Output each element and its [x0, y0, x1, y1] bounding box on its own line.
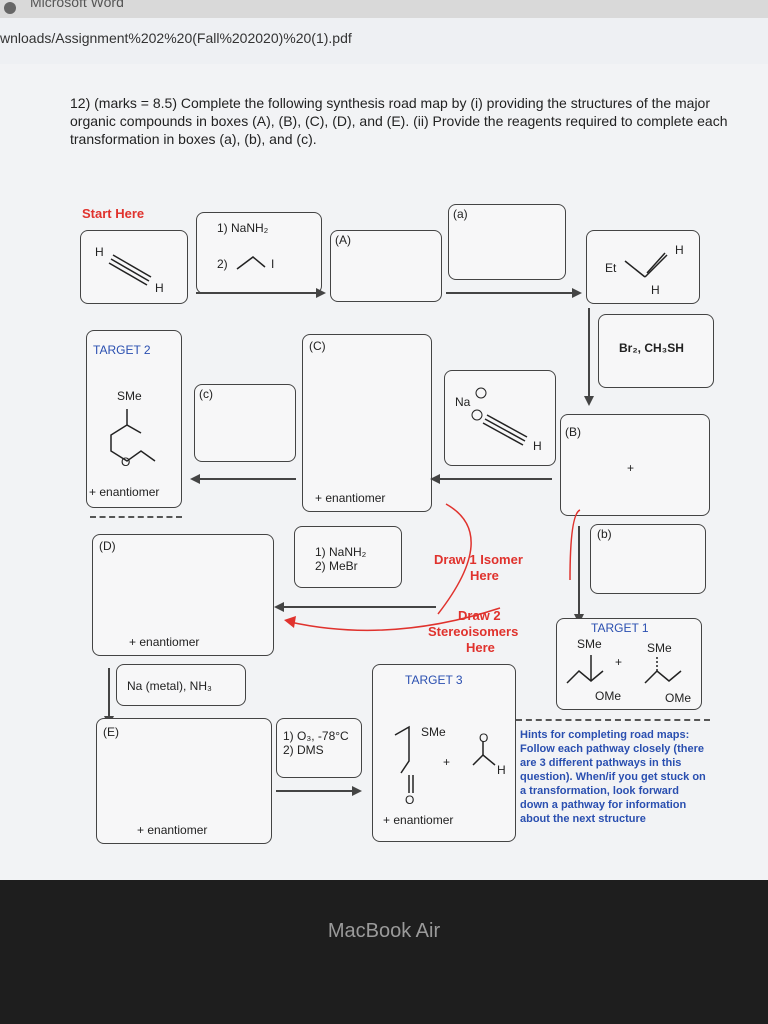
arrow-down-to-B	[584, 308, 594, 406]
box-D[interactable]: (D) + enantiomer	[92, 534, 274, 656]
arrow-start-to-a	[196, 288, 326, 298]
reagent-dms: 2) DMS	[283, 743, 324, 757]
app-logo-icon	[4, 2, 16, 14]
arrow-E-to-target-3	[276, 786, 362, 796]
atom-et: Et	[605, 261, 617, 275]
target-2-enantiomer: + enantiomer	[89, 485, 160, 499]
reagent-box-1: 1) NaNH₂ 2) I	[196, 212, 322, 294]
laptop-bezel	[0, 880, 768, 1024]
na-nh3-box: Na (metal), NH₃	[116, 664, 246, 706]
target-2-label: TARGET 2	[93, 343, 151, 357]
target-3-plus: +	[443, 755, 451, 769]
na-nh3-label: Na (metal), NH₃	[127, 679, 212, 693]
product-alkene-box: Et H H	[586, 230, 700, 304]
app-title: Microsoft Word	[30, 0, 124, 10]
box-c-label: (c)	[199, 387, 213, 401]
ozonolysis-box: 1) O₃, -78°C 2) DMS	[276, 718, 362, 778]
box-a[interactable]: (a)	[448, 204, 566, 280]
acetylide-box: Na H	[444, 370, 556, 466]
target-3-enantiomer: + enantiomer	[383, 813, 454, 827]
box-E-enantiomer: + enantiomer	[137, 823, 208, 837]
target-3-o-top: O	[479, 731, 489, 745]
title-bar: Microsoft Word	[0, 0, 768, 18]
file-path[interactable]: wnloads/Assignment%202%20(Fall%202020)%2…	[0, 30, 352, 46]
reagent-2: 2)	[217, 257, 228, 271]
atom-h-left: H	[95, 245, 104, 259]
target-1-ome-right: OMe	[665, 691, 692, 705]
box-D-label: (D)	[99, 539, 116, 553]
br2-reagent-label: Br₂, CH₃SH	[619, 341, 684, 355]
box-c[interactable]: (c)	[194, 384, 296, 462]
atom-h-top: H	[675, 243, 684, 257]
trans-alkene-structure	[624, 252, 668, 278]
target-2-structure	[110, 409, 156, 462]
box-C[interactable]: (C) + enantiomer	[302, 334, 432, 512]
acetylide-structure	[471, 387, 528, 446]
pdf-page: 12) (marks = 8.5) Complete the following…	[0, 64, 768, 880]
arrow-A-to-product	[446, 288, 582, 298]
dashed-separator-left	[90, 516, 182, 518]
reagent-nanh2: 1) NaNH₂	[217, 221, 269, 235]
start-here-label: Start Here	[82, 206, 145, 221]
box-B-plus: +	[627, 461, 635, 475]
draw-stereo-label-2: Stereoisomers	[428, 624, 519, 639]
target-2-oxygen: O	[121, 455, 131, 469]
target-1-box: TARGET 1 SMe SMe + OMe OMe	[556, 618, 702, 710]
acetylide-h: H	[533, 439, 542, 453]
target-1-structures	[566, 655, 682, 684]
draw-isomer-label: Draw 1 Isomer	[434, 552, 523, 567]
target-1-sme-right: SMe	[647, 641, 672, 655]
nanh2-mebr-box: 1) NaNH₂ 2) MeBr	[294, 526, 402, 588]
draw-stereo-label: Draw 2	[458, 608, 501, 623]
reagent-ozone: 1) O₃, -78°C	[283, 729, 349, 743]
sodium-label: Na	[455, 395, 471, 409]
target-1-plus: +	[615, 655, 623, 669]
device-brand: MacBook Air	[327, 920, 441, 942]
target-3-sme: SMe	[421, 725, 446, 739]
arrow-down-to-E	[104, 668, 114, 726]
atom-h-bottom: H	[651, 283, 660, 297]
red-curved-arrows	[284, 503, 581, 632]
start-box: H H	[80, 230, 188, 304]
box-a-label: (a)	[453, 207, 468, 221]
alkyl-iodide-structure	[236, 256, 266, 270]
target-3-h: H	[497, 763, 506, 777]
reagent-nanh2-2: 1) NaNH₂	[315, 545, 367, 559]
target-2-sme: SMe	[117, 389, 142, 403]
target-3-o-bottom: O	[405, 793, 415, 807]
alkyne-structure	[108, 254, 152, 286]
arrow-B-to-C	[430, 474, 552, 484]
box-B[interactable]: (B) +	[560, 414, 710, 516]
box-D-enantiomer: + enantiomer	[129, 635, 200, 649]
box-A-label: (A)	[335, 233, 351, 247]
hints-text: Hints for completing road maps: Follow e…	[520, 729, 706, 825]
box-E-label: (E)	[103, 725, 119, 739]
target-1-label: TARGET 1	[591, 621, 649, 635]
box-b[interactable]: (b)	[590, 524, 706, 594]
arrow-to-target-2	[190, 474, 296, 484]
box-B-label: (B)	[565, 425, 581, 439]
target-1-ome-left: OMe	[595, 689, 622, 703]
box-b-label: (b)	[597, 527, 612, 541]
atom-h-right: H	[155, 281, 164, 295]
target-2-box: TARGET 2 SMe O + enantiomer	[86, 330, 182, 508]
reagent-mebr: 2) MeBr	[315, 559, 358, 573]
iodide-atom: I	[271, 257, 275, 271]
draw-isomer-here: Here	[470, 568, 499, 583]
box-E[interactable]: (E) + enantiomer	[96, 718, 272, 844]
br2-reagent-box: Br₂, CH₃SH	[598, 314, 714, 388]
target-3-box: TARGET 3 SMe O + H O + enantiomer	[372, 664, 516, 842]
target-3-label: TARGET 3	[405, 673, 463, 687]
address-bar[interactable]: wnloads/Assignment%202%20(Fall%202020)%2…	[0, 18, 768, 65]
box-C-label: (C)	[309, 339, 326, 353]
question-text: 12) (marks = 8.5) Complete the following…	[70, 95, 728, 147]
dashed-separator-right	[516, 719, 710, 721]
arrow-to-D	[274, 602, 436, 612]
box-A[interactable]: (A)	[330, 230, 442, 302]
target-1-sme-left: SMe	[577, 637, 602, 651]
target-3-structures	[394, 725, 496, 793]
box-C-enantiomer: + enantiomer	[315, 491, 386, 505]
draw-stereo-here: Here	[466, 640, 495, 655]
